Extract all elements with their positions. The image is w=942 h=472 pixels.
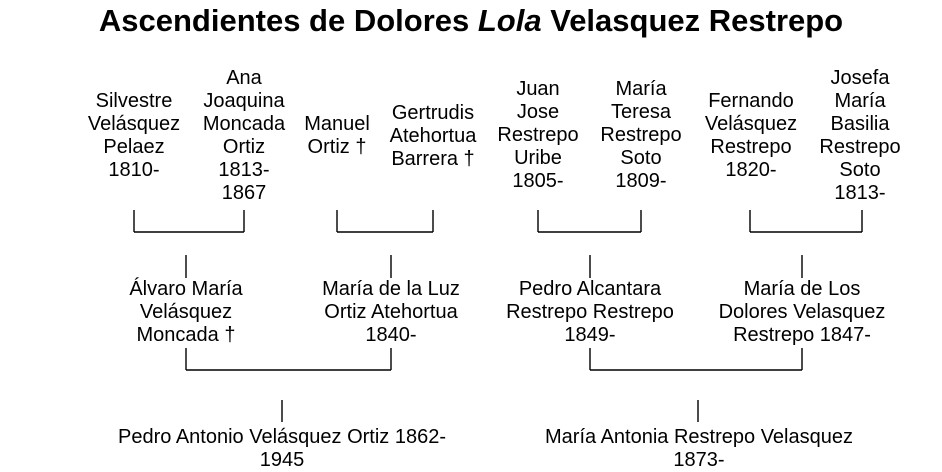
person-manuel: Manuel Ortiz † bbox=[304, 113, 370, 158]
person-pedro-antonio: Pedro Antonio Velásquez Ortiz 1862- 1945 bbox=[118, 426, 446, 471]
person-maria-de-los-dolores: María de Los Dolores Velasquez Restrepo … bbox=[718, 278, 886, 346]
person-maria-antonia: María Antonia Restrepo Velasquez 1873- bbox=[545, 426, 853, 471]
person-alvaro: Álvaro María Velásquez Moncada † bbox=[129, 278, 243, 346]
page-title: Ascendientes de Dolores Lola Velasquez R… bbox=[0, 2, 942, 40]
person-fernando: Fernando Velásquez Restrepo 1820- bbox=[704, 90, 798, 181]
bracket-alvaro-maria-luz bbox=[185, 348, 392, 371]
person-gertrudis: Gertrudis Atehortua Barrera † bbox=[389, 102, 477, 170]
title-nickname: Lola bbox=[477, 3, 542, 38]
person-maria-teresa: María Teresa Restrepo Soto 1809- bbox=[600, 78, 682, 192]
bracket-silvestre-ana bbox=[133, 210, 245, 233]
person-josefa: Josefa María Basilia Restrepo Soto 1813- bbox=[819, 67, 901, 204]
person-silvestre: Silvestre Velásquez Pelaez 1810- bbox=[87, 90, 181, 181]
person-maria-de-la-luz: María de la Luz Ortiz Atehortua 1840- bbox=[322, 278, 460, 346]
person-juan-jose: Juan Jose Restrepo Uribe 1805- bbox=[497, 78, 579, 192]
bracket-juan-maria-teresa bbox=[537, 210, 642, 233]
bracket-fernando-josefa bbox=[749, 210, 863, 233]
person-ana-joaquina: Ana Joaquina Moncada Ortiz 1813- 1867 bbox=[202, 67, 286, 204]
title-prefix: Ascendientes de Dolores bbox=[98, 3, 478, 38]
title-suffix: Velasquez Restrepo bbox=[541, 3, 844, 38]
bracket-manuel-gertrudis bbox=[336, 210, 434, 233]
person-pedro-alcantara: Pedro Alcantara Restrepo Restrepo 1849- bbox=[506, 278, 674, 346]
bracket-pedro-maria-dolores bbox=[589, 348, 803, 371]
